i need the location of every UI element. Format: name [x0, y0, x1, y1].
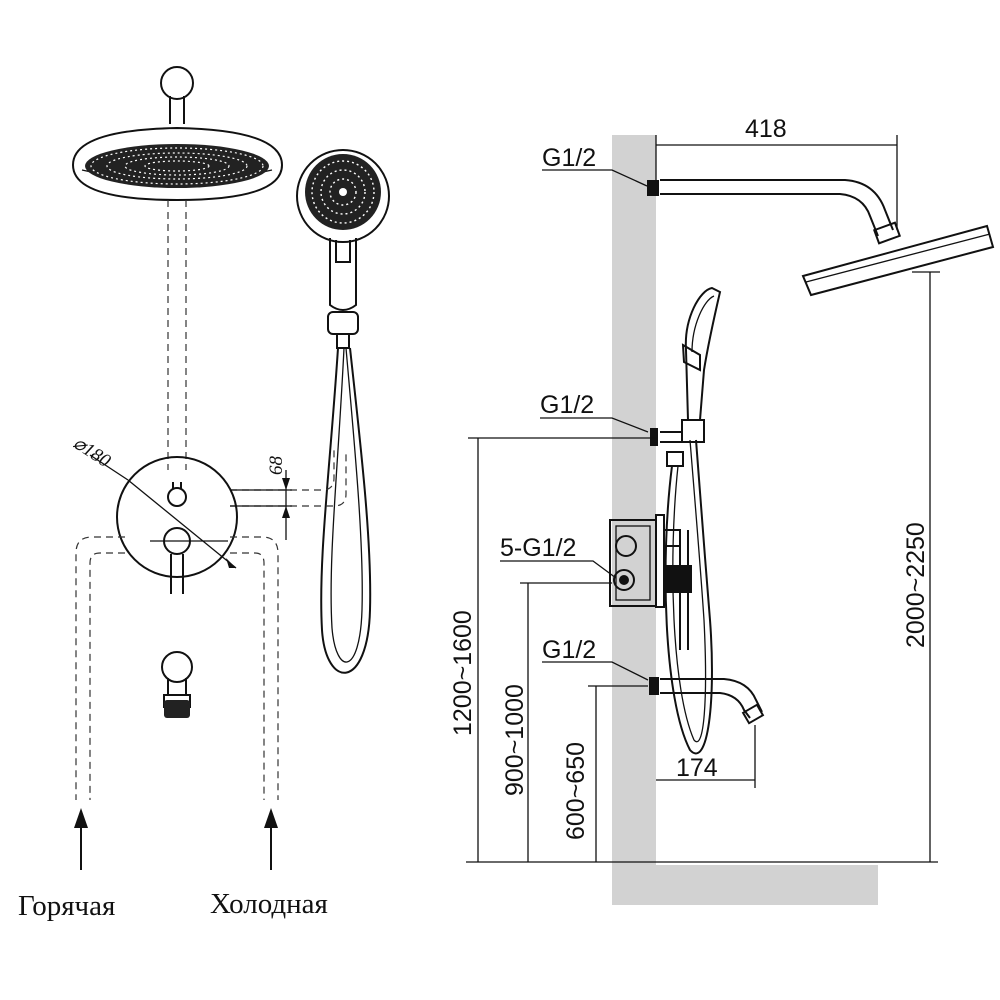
mixer-height-dimension: 1200~1600 — [449, 437, 656, 862]
front-view: ⌀180 68 Горячая Холодна — [18, 66, 390, 922]
arm-length-label: 418 — [745, 115, 787, 143]
thread-label-spout: G1/2 — [542, 636, 649, 681]
rain-shower-head-side — [801, 224, 995, 297]
shower-arm — [647, 179, 902, 245]
side-view: 418 G1/2 G1/2 — [449, 115, 995, 905]
diameter-dimension: ⌀180 — [69, 433, 237, 569]
hand-shower — [296, 149, 390, 349]
outlet-height-dimension: 900~1000 — [501, 582, 612, 862]
hidden-pipe-hand — [230, 450, 347, 507]
rain-shower-head — [71, 126, 284, 202]
hose — [320, 347, 372, 674]
thread-top-label: G1/2 — [542, 144, 596, 172]
hidden-pipe-hot — [75, 536, 125, 800]
spout-length-label: 174 — [676, 754, 718, 782]
spout-length-dimension: 174 — [656, 725, 756, 788]
mixer-plate — [116, 456, 238, 594]
offset-dimension: 68 — [230, 456, 292, 540]
thread-label-mixer: 5-G1/2 — [500, 534, 617, 579]
thread-label-top: G1/2 — [542, 144, 648, 187]
hose-side — [664, 439, 713, 755]
ceiling-arm — [160, 66, 194, 124]
hidden-pipe-cold — [230, 536, 279, 800]
bath-spout — [161, 651, 193, 718]
offset-label: 68 — [266, 456, 287, 476]
hand-shower-side — [660, 286, 722, 443]
mixer-box — [609, 514, 692, 608]
arm-length-dimension: 418 — [655, 115, 898, 230]
shower-height-dimension: 2000~2250 — [902, 271, 940, 862]
bath-spout-side — [649, 677, 765, 725]
outlet-height-label: 900~1000 — [501, 684, 529, 796]
spout-height-dimension: 600~650 — [562, 685, 648, 862]
shower-height-label: 2000~2250 — [902, 522, 930, 648]
thread-mixer-label: 5-G1/2 — [500, 534, 576, 562]
thread-spout-label: G1/2 — [542, 636, 596, 664]
cold-label: Холодная — [210, 888, 328, 920]
hidden-pipe-head — [167, 200, 187, 470]
thread-label-mid: G1/2 — [540, 391, 658, 446]
mixer-height-label: 1200~1600 — [449, 610, 477, 736]
spout-height-label: 600~650 — [562, 742, 590, 840]
thread-mid-label: G1/2 — [540, 391, 594, 419]
floor — [612, 865, 878, 905]
hot-arrow — [74, 808, 88, 870]
hot-label: Горячая — [18, 890, 115, 922]
cold-arrow — [264, 808, 278, 870]
